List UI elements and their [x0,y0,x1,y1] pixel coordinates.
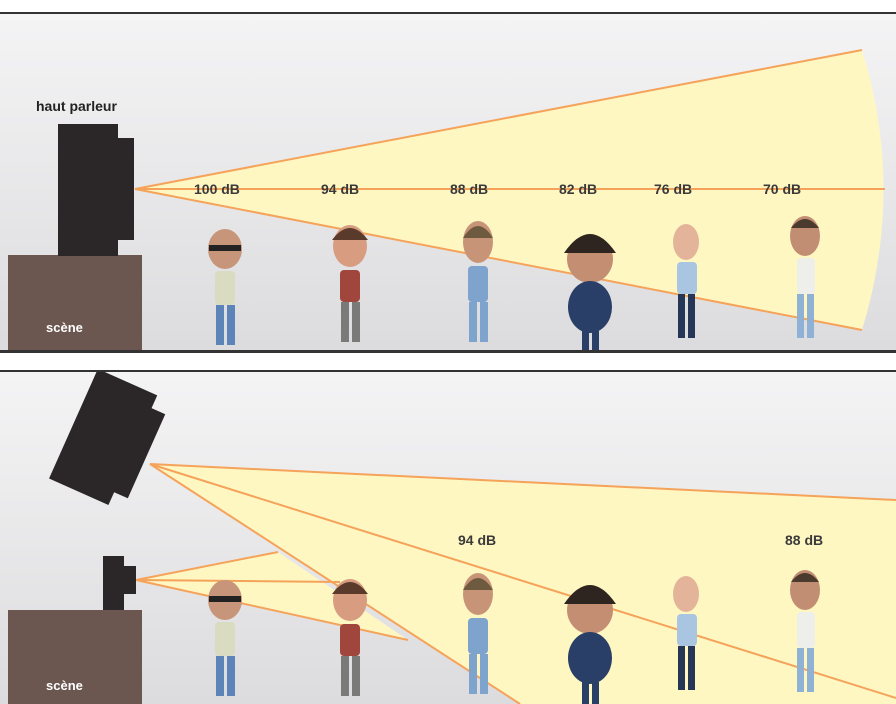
distributed-speaker-panel: scène 94 dB 88 dB [0,370,896,704]
stage-label: scène [46,320,83,335]
level-label-4: 82 dB [559,181,597,197]
level-label-2: 88 dB [785,532,823,548]
single-speaker-panel: haut parleur scène 100 dB 94 dB 88 dB 82… [0,12,896,353]
distributed-speaker-scene [0,372,896,704]
stage-block [8,255,142,350]
speaker-box [58,124,134,256]
level-label-2: 94 dB [321,181,359,197]
level-label-5: 76 dB [654,181,692,197]
level-label-3: 88 dB [450,181,488,197]
level-label-1: 100 dB [194,181,240,197]
single-speaker-scene [0,14,896,350]
speaker-label: haut parleur [36,98,117,114]
level-label-6: 70 dB [763,181,801,197]
stage-label: scène [46,678,83,693]
level-label-1: 94 dB [458,532,496,548]
